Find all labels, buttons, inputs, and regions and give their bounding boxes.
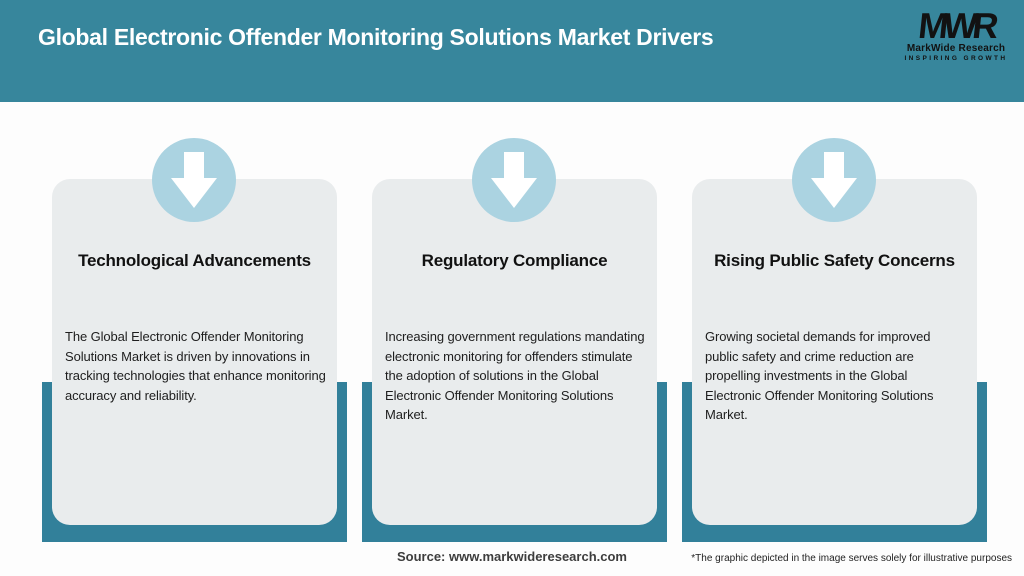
down-arrow-icon bbox=[811, 152, 857, 208]
card-title: Regulatory Compliance bbox=[421, 251, 608, 270]
down-arrow-badge bbox=[792, 138, 876, 222]
driver-card-technological-advancements: Technological Advancements The Global El… bbox=[52, 179, 337, 525]
card-title: Technological Advancements bbox=[78, 251, 311, 270]
source-text: Source: www.markwideresearch.com bbox=[396, 549, 627, 564]
disclaimer-text: *The graphic depicted in the image serve… bbox=[691, 553, 1012, 564]
header-banner: Global Electronic Offender Monitoring So… bbox=[0, 0, 1024, 102]
card-title: Rising Public Safety Concerns bbox=[714, 251, 955, 270]
card-description: Growing societal demands for improved pu… bbox=[705, 329, 934, 422]
driver-card-rising-public-safety-concerns: Rising Public Safety Concerns Growing so… bbox=[692, 179, 977, 525]
down-arrow-icon bbox=[171, 152, 217, 208]
card-description: The Global Electronic Offender Monitorin… bbox=[65, 329, 326, 403]
brand-logo: MWR MarkWide Research INSPIRING GROWTH bbox=[898, 5, 1014, 62]
down-arrow-badge bbox=[152, 138, 236, 222]
page-title: Global Electronic Offender Monitoring So… bbox=[38, 24, 714, 50]
logo-tagline: INSPIRING GROWTH bbox=[904, 55, 1008, 62]
down-arrow-icon bbox=[491, 152, 537, 208]
driver-card-regulatory-compliance: Regulatory Compliance Increasing governm… bbox=[372, 179, 657, 525]
down-arrow-badge bbox=[472, 138, 556, 222]
logo-monogram: MWR bbox=[916, 5, 996, 46]
logo-company-name: MarkWide Research bbox=[906, 43, 1006, 54]
card-description: Increasing government regulations mandat… bbox=[385, 329, 645, 422]
